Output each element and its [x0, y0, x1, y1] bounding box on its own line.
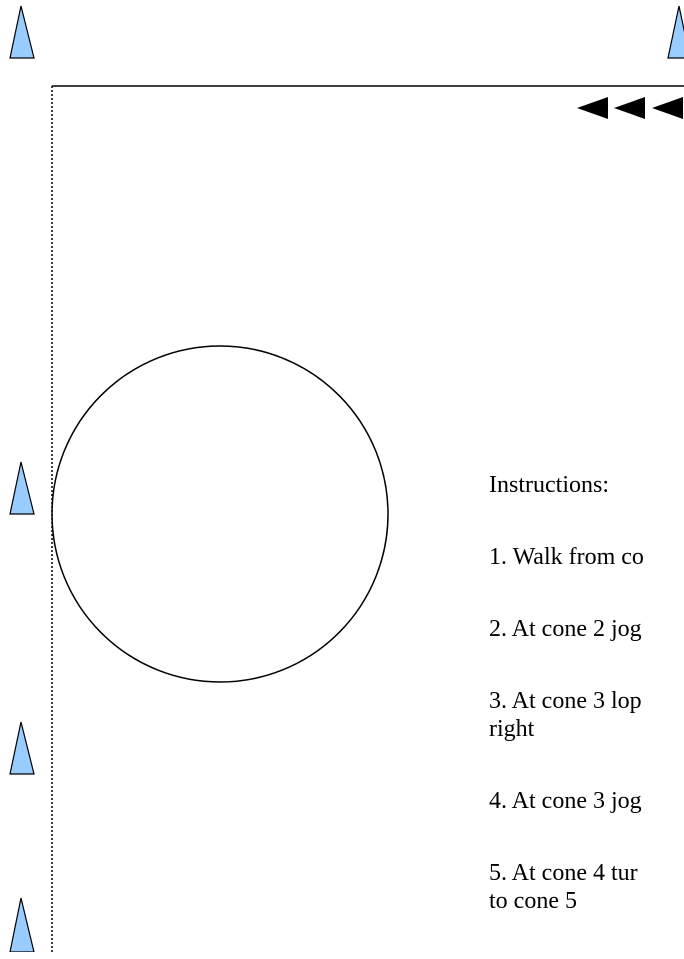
cone-icon — [9, 461, 35, 515]
arrow-left-icon — [652, 97, 683, 119]
cone-icon — [9, 5, 35, 59]
instructions-title: Instructions: — [489, 472, 609, 498]
instruction-step-text: 4. At cone 3 jog — [489, 788, 642, 814]
lope-circle — [51, 345, 389, 683]
instruction-step-text: 2. At cone 2 jog — [489, 616, 642, 642]
instruction-step-2: 2. At cone 2 jog — [489, 615, 684, 643]
instruction-step-5: 5. At cone 4 tur to cone 5 — [489, 859, 684, 915]
cone-icon — [9, 721, 35, 775]
instruction-step-3: 3. At cone 3 lop right — [489, 687, 684, 743]
instruction-step-4: 4. At cone 3 jog — [489, 787, 684, 815]
instruction-step-1: 1. Walk from co — [489, 543, 684, 571]
instruction-step-text: 5. At cone 4 tur — [489, 860, 638, 886]
instruction-step-continuation: right — [489, 716, 535, 742]
cone-icon — [9, 897, 35, 952]
instruction-step-text: 3. At cone 3 lop — [489, 688, 642, 714]
instruction-step-continuation: to cone 5 — [489, 888, 577, 914]
arrow-left-icon — [577, 97, 608, 119]
instructions-block: Instructions: 1. Walk from co 2. At cone… — [489, 471, 684, 959]
arrow-left-icon — [614, 97, 645, 119]
cone-icon — [667, 5, 684, 59]
instruction-step-text: 1. Walk from co — [489, 544, 644, 570]
